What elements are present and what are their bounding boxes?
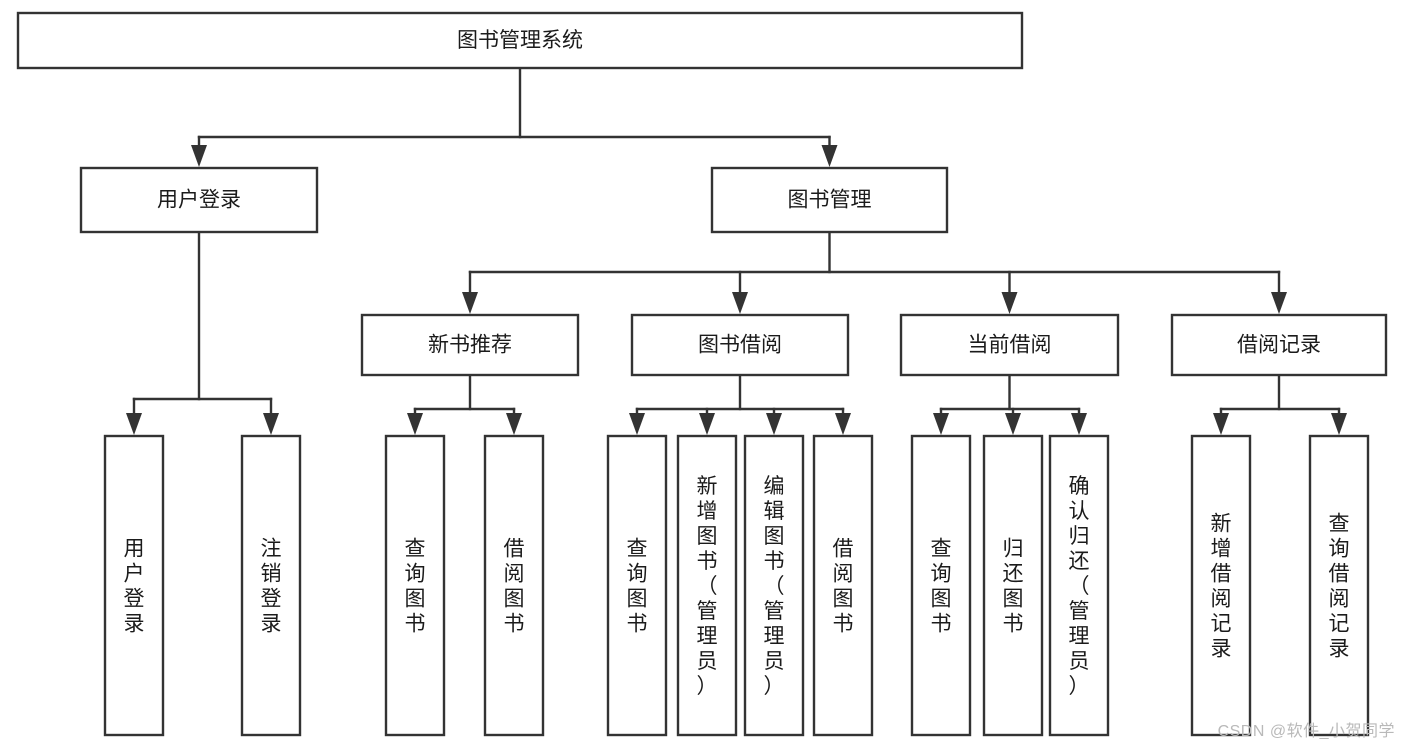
node-box: [982, 434, 1044, 737]
node-label: 借阅记录: [1237, 334, 1321, 357]
node-box: [676, 434, 738, 737]
node-label: 归还图书: [1003, 538, 1024, 636]
node-leaf-6[interactable]: 编辑图书（管理员）: [743, 434, 805, 737]
node-box: [812, 434, 874, 737]
node-leaf-5[interactable]: 新增图书（管理员）: [676, 434, 738, 737]
node-box: [1190, 434, 1252, 737]
node-label: 图书借阅: [698, 334, 782, 357]
node-label: 借阅图书: [504, 538, 525, 636]
node-label: 当前借阅: [968, 334, 1052, 357]
node-root-0[interactable]: 图书管理系统: [16, 11, 1024, 70]
node-level2-1[interactable]: 图书管理: [710, 166, 949, 234]
node-level3-2[interactable]: 当前借阅: [899, 313, 1120, 377]
node-label: 确认归还（管理员）: [1069, 475, 1090, 698]
node-label: 用户登录: [124, 538, 145, 636]
node-label: 新书推荐: [428, 334, 512, 357]
node-level3-1[interactable]: 图书借阅: [630, 313, 850, 377]
node-box: [483, 434, 545, 737]
node-box: [1170, 313, 1388, 377]
node-label: 新增图书（管理员）: [697, 475, 718, 698]
node-leaf-12[interactable]: 查询借阅记录: [1308, 434, 1370, 737]
node-box: [1308, 434, 1370, 737]
node-leaf-3[interactable]: 借阅图书: [483, 434, 545, 737]
node-level3-0[interactable]: 新书推荐: [360, 313, 580, 377]
node-box: [16, 11, 1024, 70]
node-box: [743, 434, 805, 737]
node-label: 借阅图书: [833, 538, 854, 636]
node-label: 查询图书: [931, 538, 952, 636]
node-box: [899, 313, 1120, 377]
node-leaf-7[interactable]: 借阅图书: [812, 434, 874, 737]
node-box: [360, 313, 580, 377]
node-label: 用户登录: [157, 189, 241, 212]
node-leaf-8[interactable]: 查询图书: [910, 434, 972, 737]
node-leaf-1[interactable]: 注销登录: [240, 434, 302, 737]
connectors-layer: [126, 66, 1347, 435]
node-leaf-11[interactable]: 新增借阅记录: [1190, 434, 1252, 737]
node-label: 查询图书: [405, 538, 426, 636]
node-label: 注销登录: [261, 538, 282, 636]
node-box: [630, 313, 850, 377]
node-label: 图书管理系统: [457, 29, 583, 52]
nodes-layer: 图书管理系统用户登录图书管理新书推荐图书借阅当前借阅借阅记录用户登录注销登录查询…: [16, 11, 1388, 737]
node-level2-0[interactable]: 用户登录: [79, 166, 319, 234]
node-box: [910, 434, 972, 737]
node-label: 图书管理: [788, 189, 872, 212]
node-box: [384, 434, 446, 737]
node-leaf-10[interactable]: 确认归还（管理员）: [1048, 434, 1110, 737]
node-box: [710, 166, 949, 234]
node-leaf-4[interactable]: 查询图书: [606, 434, 668, 737]
node-label: 查询借阅记录: [1329, 513, 1350, 661]
node-leaf-9[interactable]: 归还图书: [982, 434, 1044, 737]
node-box: [606, 434, 668, 737]
node-box: [79, 166, 319, 234]
node-leaf-2[interactable]: 查询图书: [384, 434, 446, 737]
node-leaf-0[interactable]: 用户登录: [103, 434, 165, 737]
node-label: 新增借阅记录: [1211, 513, 1232, 661]
node-box: [103, 434, 165, 737]
node-box: [240, 434, 302, 737]
node-label: 编辑图书（管理员）: [764, 475, 785, 698]
node-box: [1048, 434, 1110, 737]
node-level3-3[interactable]: 借阅记录: [1170, 313, 1388, 377]
node-label: 查询图书: [627, 538, 648, 636]
